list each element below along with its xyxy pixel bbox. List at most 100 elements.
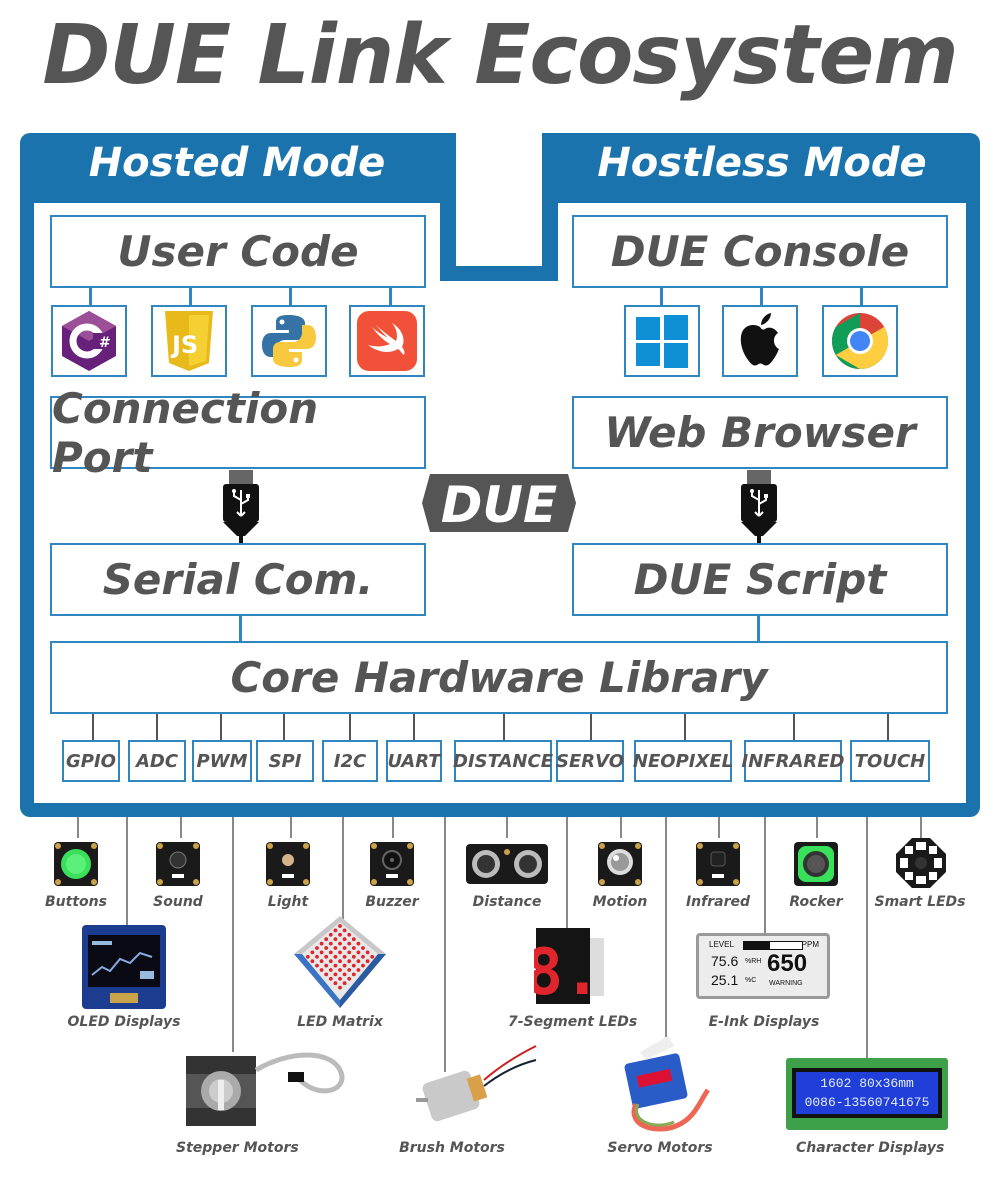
led-matrix-label: LED Matrix — [297, 1014, 383, 1030]
connector-line — [89, 288, 92, 305]
matrix-led — [365, 950, 370, 955]
motion-label: Motion — [592, 894, 648, 910]
device-connector-line — [718, 817, 720, 838]
servo-motors-label: Servo Motors — [607, 1140, 713, 1156]
notch-border — [440, 133, 456, 281]
feature-tag-adc: ADC — [128, 740, 186, 782]
matrix-led — [361, 946, 365, 950]
lcd-line-1: 1602 80x36mm — [820, 1076, 914, 1091]
usb-icon — [741, 470, 777, 546]
matrix-led — [342, 946, 347, 950]
matrix-led — [347, 968, 352, 972]
page-title: DUE Link Ecosystem — [42, 8, 958, 103]
infrared-module-image — [696, 842, 740, 886]
serial-com-box: Serial Com. — [50, 543, 426, 616]
feature-tag-gpio: GPIO — [62, 740, 120, 782]
smart-leds-module-image — [896, 838, 946, 888]
matrix-led — [328, 968, 333, 972]
matrix-led — [333, 981, 338, 986]
matrix-led — [324, 972, 329, 977]
matrix-led — [361, 963, 365, 968]
python-tile — [251, 305, 327, 377]
feature-connector-line — [283, 714, 285, 740]
matrix-led — [324, 946, 329, 950]
eink-displays-label: E-Ink Displays — [708, 1014, 820, 1030]
eink-reading: 650 — [767, 950, 808, 977]
servo-motor-image — [624, 1036, 711, 1132]
light-module-image — [266, 842, 310, 886]
matrix-led — [338, 941, 342, 946]
usb-icon — [223, 470, 259, 546]
svg-text:JS: JS — [170, 331, 198, 359]
matrix-led — [351, 963, 356, 968]
feature-connector-line — [684, 714, 686, 740]
distance-label: Distance — [472, 894, 542, 910]
matrix-led — [347, 950, 352, 955]
matrix-led — [347, 976, 352, 981]
led-matrix-image — [294, 916, 386, 1008]
infrared-label: Infrared — [685, 894, 751, 910]
javascript-tile: JS — [151, 305, 227, 377]
buttons-module-image — [54, 842, 98, 886]
matrix-led — [370, 954, 375, 959]
eink-humidity-unit: %RH — [745, 958, 762, 965]
matrix-led — [342, 972, 347, 977]
feature-tag-infrared: INFRARED — [742, 740, 844, 782]
feature-connector-line — [413, 714, 415, 740]
matrix-led — [338, 959, 342, 964]
device-connector-line — [764, 817, 766, 935]
buzzer-label: Buzzer — [365, 894, 419, 910]
swift-icon — [357, 311, 417, 371]
matrix-led — [342, 937, 347, 942]
matrix-led — [365, 959, 370, 964]
matrix-led — [319, 950, 324, 955]
feature-connector-line — [156, 714, 158, 740]
matrix-led — [361, 954, 365, 959]
device-connector-line — [290, 817, 292, 838]
character-displays-label: Character Displays — [796, 1140, 945, 1156]
feature-connector-line — [793, 714, 795, 740]
user-code-box: User Code — [50, 215, 426, 288]
stepper-motors-label: Stepper Motors — [176, 1140, 299, 1156]
connection-port-box: Connection Port — [50, 384, 426, 482]
matrix-led — [342, 954, 347, 959]
feature-connector-line — [503, 714, 505, 740]
device-connector-line — [342, 817, 344, 923]
device-connector-line — [506, 817, 508, 838]
matrix-led — [315, 963, 319, 968]
csharp-tile: # — [51, 305, 127, 377]
feature-connector-line — [887, 714, 889, 740]
swift-tile — [349, 305, 425, 377]
matrix-led — [338, 924, 342, 928]
feature-tag-pwm: PWM — [192, 740, 252, 782]
device-connector-line — [392, 817, 394, 838]
matrix-led — [333, 928, 338, 933]
center-panel — [440, 281, 558, 803]
matrix-led — [356, 959, 361, 964]
due-logo: DUE — [422, 474, 576, 534]
matrix-led — [310, 950, 315, 955]
device-connector-line — [866, 817, 868, 1059]
matrix-led — [333, 946, 338, 950]
matrix-led — [338, 968, 342, 972]
rocker-label: Rocker — [789, 894, 843, 910]
device-connector-line — [816, 817, 818, 838]
matrix-led — [347, 959, 352, 964]
matrix-led — [324, 963, 329, 968]
connector-line — [660, 288, 663, 305]
matrix-led — [324, 954, 329, 959]
notch-border — [440, 266, 558, 281]
matrix-led — [333, 972, 338, 977]
matrix-led — [351, 954, 356, 959]
matrix-led — [342, 928, 347, 933]
chrome-icon — [831, 313, 889, 370]
motion-module-image — [598, 842, 642, 886]
matrix-led — [338, 976, 342, 981]
light-label: Light — [267, 894, 309, 910]
device-connector-line — [232, 817, 234, 1052]
connector-line — [757, 616, 760, 641]
eink-ppm: PPM — [801, 940, 819, 949]
connector-line — [389, 288, 392, 305]
matrix-led — [328, 976, 333, 981]
matrix-led — [328, 959, 333, 964]
